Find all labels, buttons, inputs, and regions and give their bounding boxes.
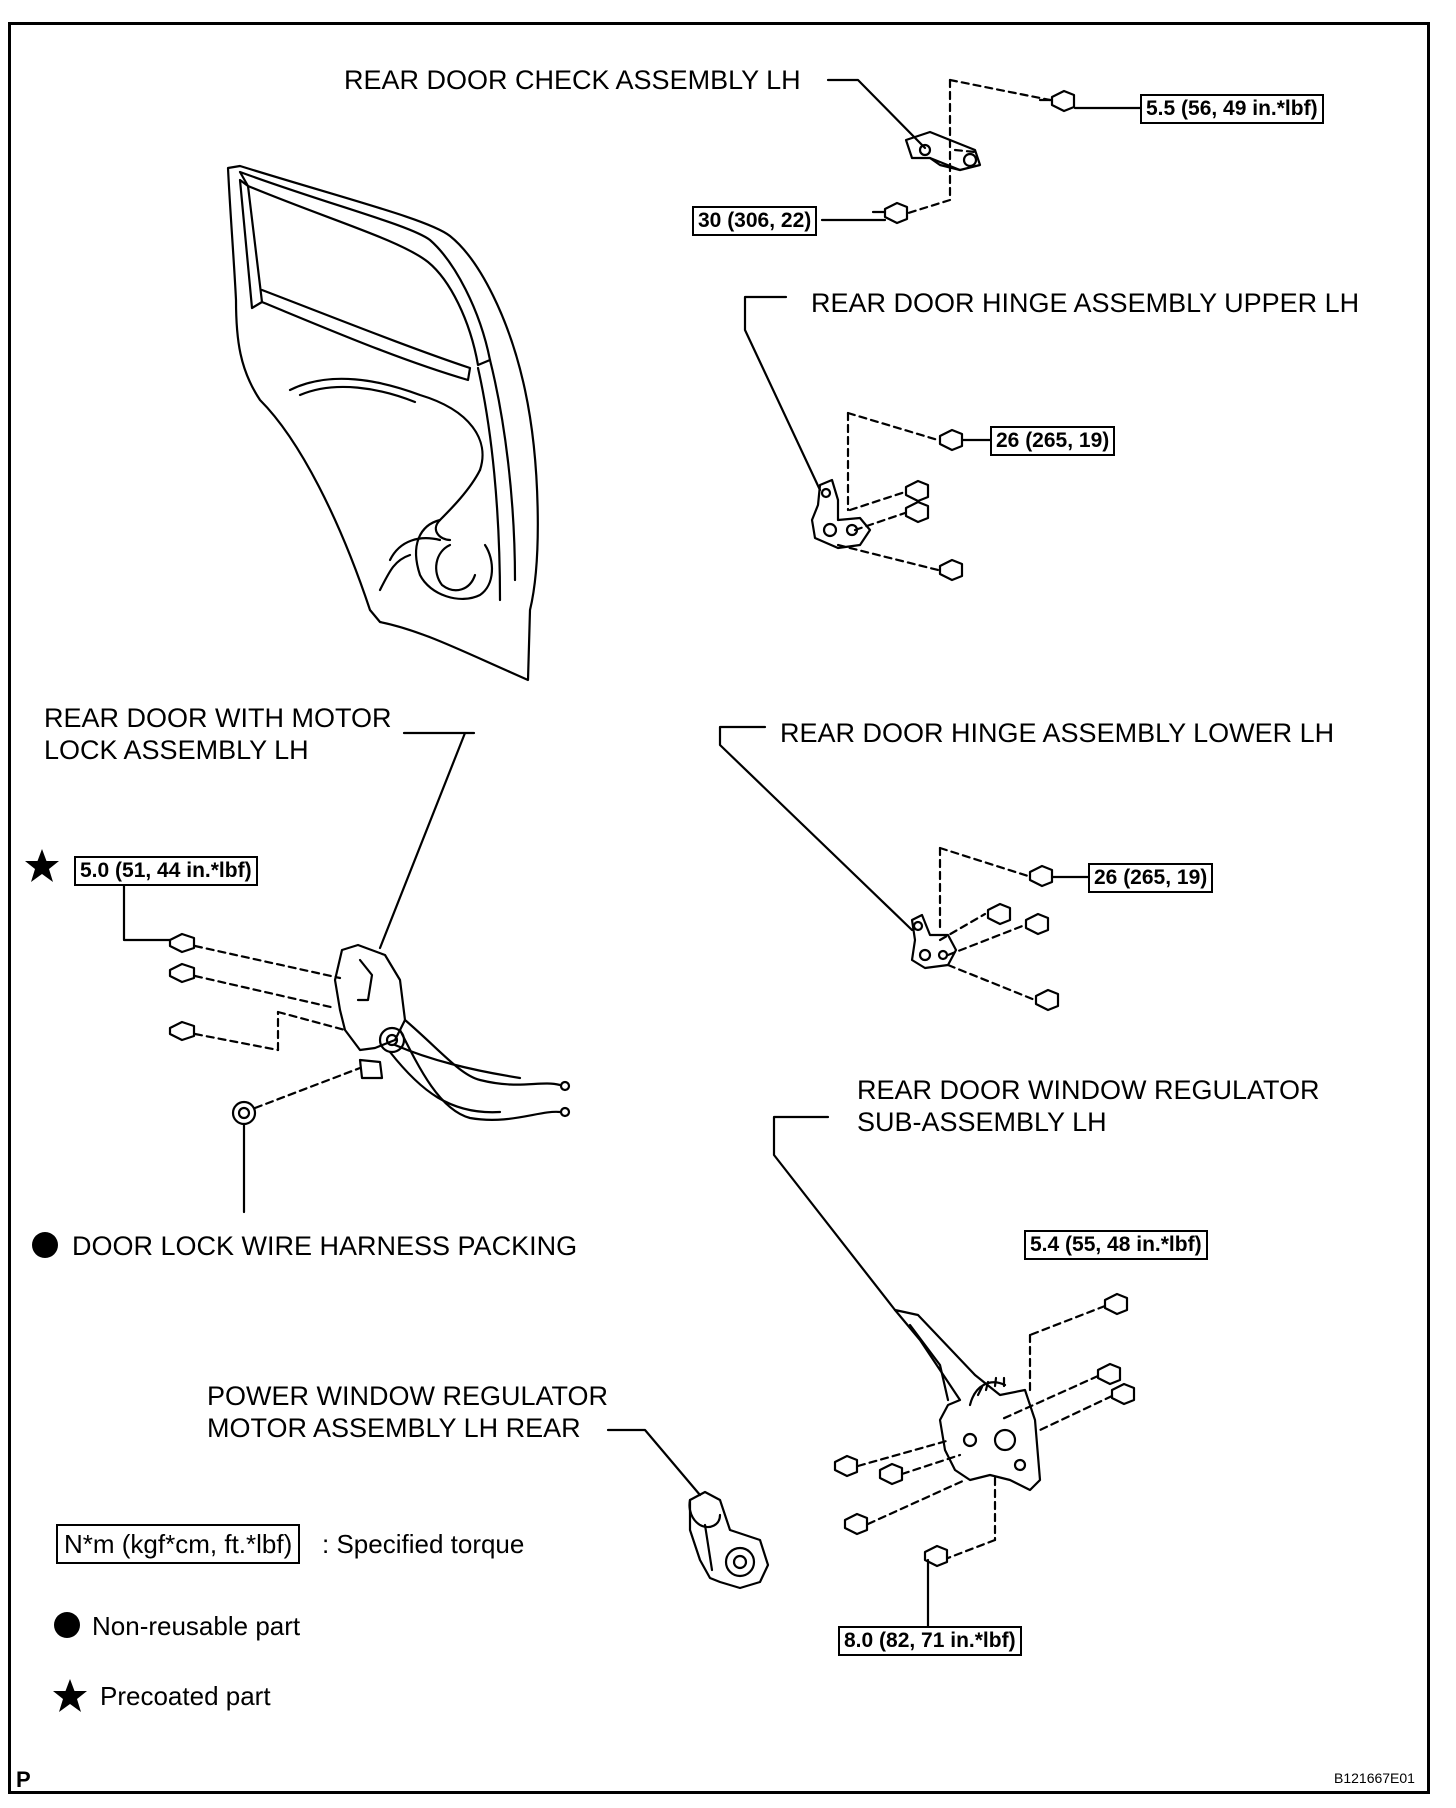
footer-page-marker: P [16,1767,31,1792]
torque-regulator-top: 5.4 (55, 48 in.*lbf) [1024,1230,1208,1260]
harness-packing-label: DOOR LOCK WIRE HARNESS PACKING [72,1231,578,1261]
motor-label-line2: MOTOR ASSEMBLY LH REAR [207,1413,581,1443]
check-guide-lines [903,78,1052,216]
hinge-lower-label: REAR DOOR HINGE ASSEMBLY LOWER LH [780,718,1335,748]
hinge-lower-part [910,913,958,970]
legend-torque-desc: : Specified torque [322,1529,525,1559]
torque-hinge-lower: 26 (265, 19) [1088,863,1214,893]
regulator-label-line1: REAR DOOR WINDOW REGULATOR [857,1075,1320,1105]
torque-check-top: 5.5 (56, 49 in.*lbf) [1140,94,1324,124]
lock-screws [168,932,257,1126]
hinge-lower-bolts [986,864,1060,1012]
motor-lock-label-line2: LOCK ASSEMBLY LH [44,735,309,765]
door-lock-part [333,943,571,1121]
regulator-motor-part [688,1490,770,1590]
legend-non-reusable: Non-reusable part [92,1611,301,1641]
torque-check-bottom: 30 (306, 22) [692,206,818,236]
hinge-lower-guide-lines [938,846,1037,1002]
torque-hinge-upper: 26 (265, 19) [990,426,1116,456]
motor-lock-label-line1: REAR DOOR WITH MOTOR [44,703,392,733]
rear-door-outline [226,164,539,682]
check-assembly-label: REAR DOOR CHECK ASSEMBLY LH [344,65,801,95]
legend-star-icon [53,1679,87,1712]
legend-torque-units: N*m (kgf*cm, ft.*lbf) [56,1524,301,1564]
precoated-star-icon [25,849,59,882]
footer-figure-code: B121667E01 [1334,1770,1415,1786]
non-reusable-dot-icon [32,1232,58,1258]
check-assembly-part [904,130,982,172]
torque-lock: 5.0 (51, 44 in.*lbf) [74,856,258,886]
lock-guide-lines [193,944,362,1110]
window-regulator-part [893,1308,1042,1492]
torque-regulator-bottom: 8.0 (82, 71 in.*lbf) [838,1626,1022,1656]
regulator-label-line2: SUB-ASSEMBLY LH [857,1107,1107,1137]
legend-precoated: Precoated part [100,1681,271,1711]
hinge-upper-label: REAR DOOR HINGE ASSEMBLY UPPER LH [811,288,1360,318]
hinge-upper-bolts [904,428,964,582]
regulator-bolts [833,1292,1136,1568]
check-bolts [871,89,1076,225]
diagram-frame [8,22,1430,1794]
regulator-guide-lines [856,1304,1114,1560]
legend-dot-icon [54,1612,80,1638]
motor-label-line1: POWER WINDOW REGULATOR [207,1381,609,1411]
leader-lines [122,78,1142,1630]
hinge-upper-guide-lines [836,411,940,572]
